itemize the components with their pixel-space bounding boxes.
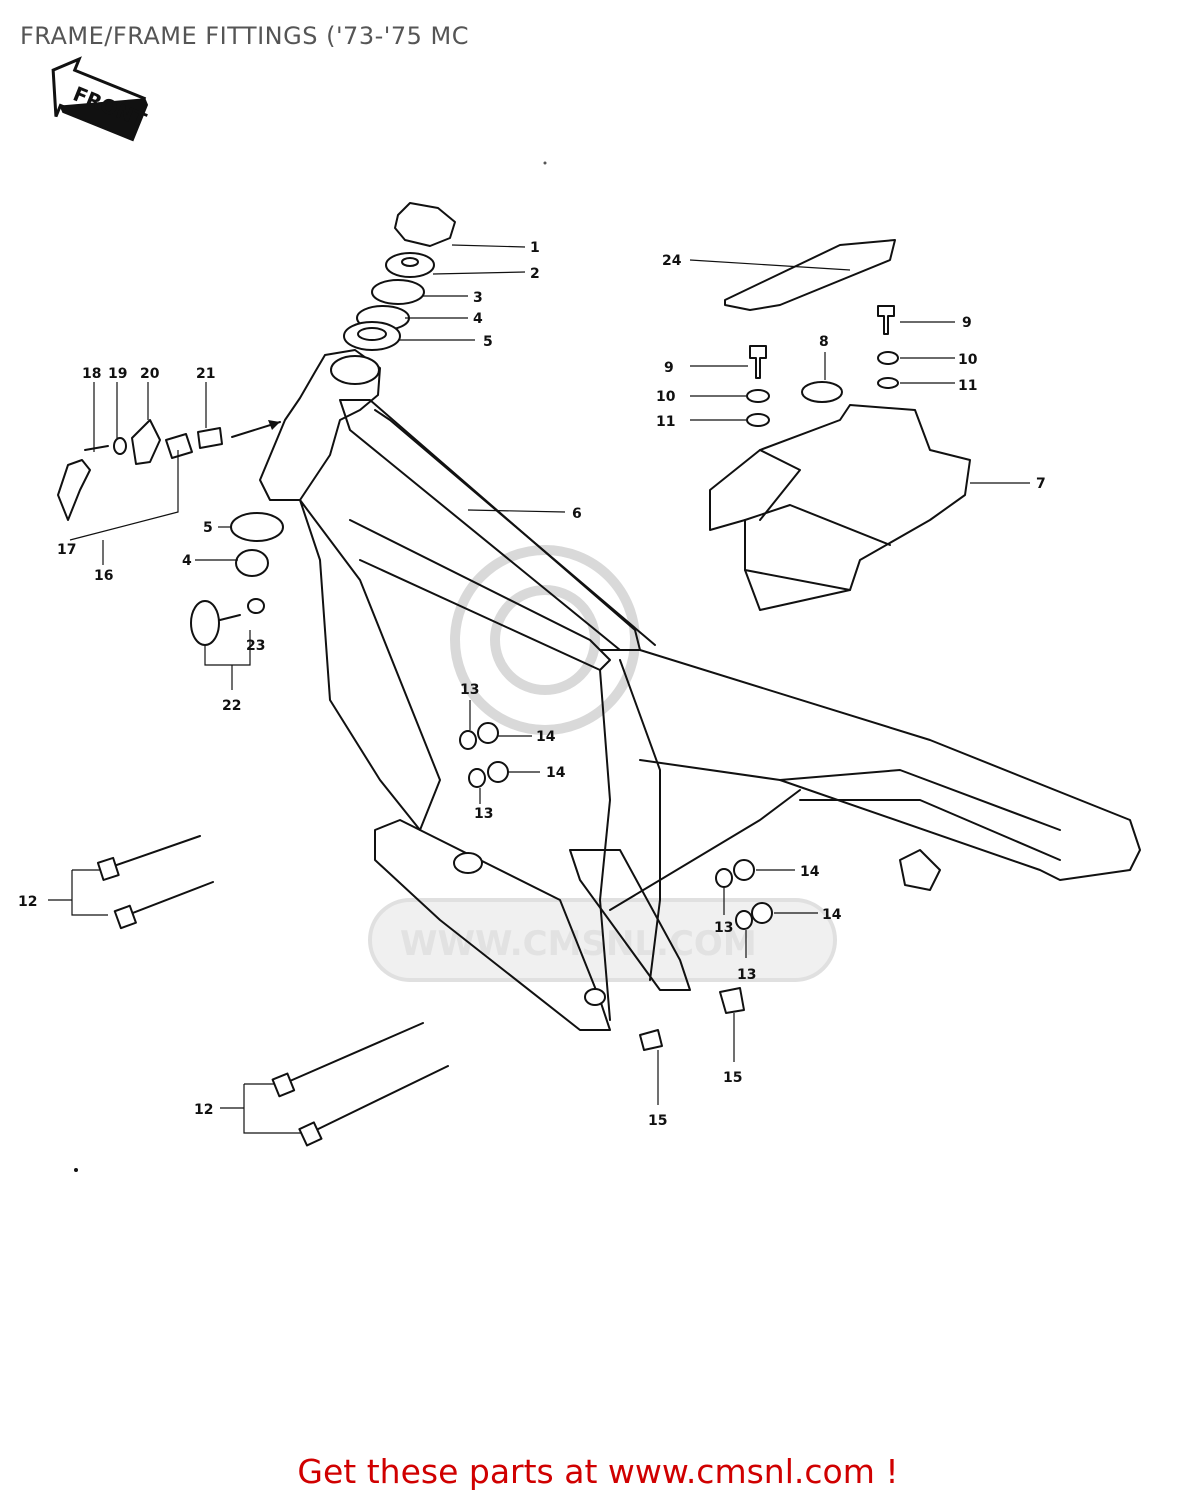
callout-9-left: 9 <box>664 360 674 376</box>
callout-22: 22 <box>222 698 241 714</box>
callout-7: 7 <box>1036 476 1046 492</box>
speck-dot <box>543 161 547 165</box>
callout-13-a: 13 <box>460 682 479 698</box>
callout-13-c: 13 <box>714 920 733 936</box>
leader-lines <box>48 244 1030 1134</box>
callout-20: 20 <box>140 366 160 382</box>
callout-13-b: 13 <box>474 806 493 822</box>
callout-5-left: 5 <box>203 520 213 536</box>
battery-case-icon <box>709 404 971 611</box>
callout-15-right: 15 <box>723 1070 742 1086</box>
parts-diagram: WWW.CMSNL.COM FRONT <box>18 56 1141 1172</box>
callout-14-d: 14 <box>822 907 842 923</box>
callout-5: 5 <box>483 334 493 350</box>
fasteners-right <box>746 305 899 427</box>
callout-12-lower: 12 <box>194 1102 213 1118</box>
callout-9-right: 9 <box>962 315 972 331</box>
bolts <box>96 835 745 1147</box>
callout-labels: 1 2 3 4 5 6 7 8 9 9 10 10 11 11 24 18 19… <box>18 240 1046 1129</box>
callout-21: 21 <box>196 366 215 382</box>
callout-14-c: 14 <box>800 864 820 880</box>
callout-3: 3 <box>473 290 483 306</box>
callout-15-left: 15 <box>648 1113 667 1129</box>
callout-24: 24 <box>662 253 682 269</box>
callout-4: 4 <box>473 311 483 327</box>
callout-14-b: 14 <box>546 765 566 781</box>
callout-6: 6 <box>572 506 582 522</box>
callout-11-left: 11 <box>656 414 675 430</box>
footer-link[interactable]: Get these parts at www.cmsnl.com ! <box>297 1452 899 1491</box>
callout-19: 19 <box>108 366 127 382</box>
battery-strap-icon <box>724 239 896 311</box>
callout-4-left: 4 <box>182 553 192 569</box>
callout-16: 16 <box>94 568 113 584</box>
callout-12-upper: 12 <box>18 894 37 910</box>
callout-13-d: 13 <box>737 967 756 983</box>
callout-10-right: 10 <box>958 352 978 368</box>
callout-1: 1 <box>530 240 540 256</box>
callout-10-left: 10 <box>656 389 676 405</box>
callout-2: 2 <box>530 266 540 282</box>
nuts-washers <box>459 722 773 930</box>
front-arrow-icon: FRONT <box>51 56 150 142</box>
callout-11-right: 11 <box>958 378 977 394</box>
steering-stem-parts <box>343 202 456 351</box>
frame-icon <box>259 349 1141 1031</box>
ignition-parts <box>57 419 284 646</box>
page-title: FRAME/FRAME FITTINGS ('73-'75 MC <box>20 22 469 50</box>
callout-18: 18 <box>82 366 101 382</box>
callout-8: 8 <box>819 334 829 350</box>
callout-23: 23 <box>246 638 265 654</box>
callout-14-a: 14 <box>536 729 556 745</box>
callout-17: 17 <box>57 542 76 558</box>
speck-dot <box>74 1168 78 1172</box>
